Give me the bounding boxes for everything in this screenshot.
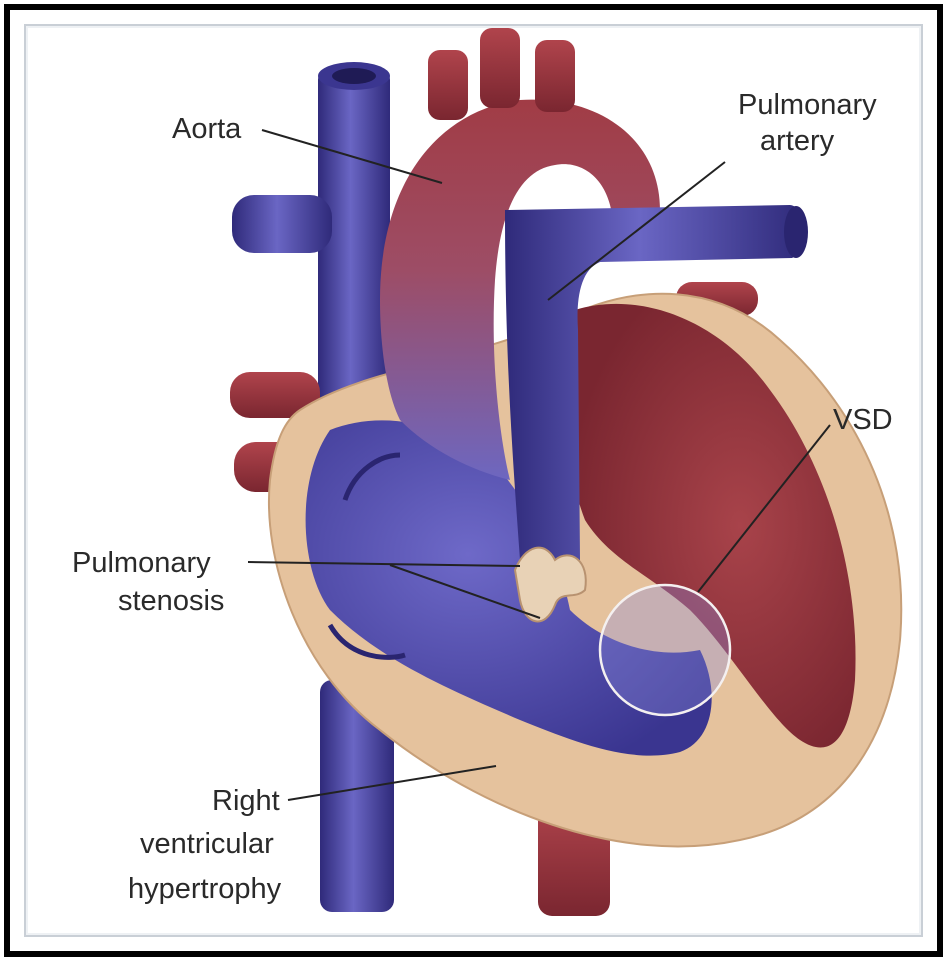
svg-text:Right: Right xyxy=(212,785,280,817)
label-pulmonary-stenosis: Pulmonary stenosis xyxy=(72,547,224,617)
label-aorta: Aorta xyxy=(172,113,242,145)
vsd-circle xyxy=(600,585,730,715)
label-pulmonary-artery: Pulmonary artery xyxy=(738,89,877,157)
svg-text:Pulmonary: Pulmonary xyxy=(72,547,211,579)
aortic-branches xyxy=(428,28,575,120)
label-vsd: VSD xyxy=(833,404,893,436)
svg-text:stenosis: stenosis xyxy=(118,585,224,617)
svg-text:artery: artery xyxy=(760,125,835,157)
svg-text:ventricular: ventricular xyxy=(140,828,274,860)
svg-text:VSD: VSD xyxy=(833,404,893,436)
pulmonary-artery-opening xyxy=(784,206,808,258)
label-right-ventricular-hypertrophy: Right ventricular hypertrophy xyxy=(128,785,282,905)
svg-text:hypertrophy: hypertrophy xyxy=(128,873,282,905)
svg-text:Aorta: Aorta xyxy=(172,113,242,145)
svg-text:Pulmonary: Pulmonary xyxy=(738,89,877,121)
